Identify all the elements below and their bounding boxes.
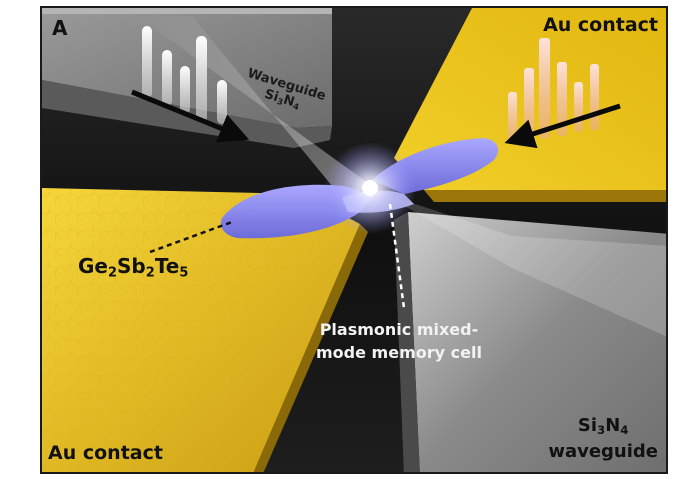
- memory-cell-label-line2: mode memory cell: [316, 343, 482, 362]
- waveguide-label-bottom: Si3N4 waveguide: [548, 415, 658, 462]
- incoming-light-beam: [137, 16, 372, 198]
- au-contact-label-top: Au contact: [543, 14, 658, 36]
- electrical-input-arrow: [504, 103, 621, 149]
- outgoing-light-beam: [382, 193, 666, 337]
- memory-cell-label: Plasmonic mixed- mode memory cell: [316, 318, 482, 364]
- device-illustration: [42, 8, 666, 472]
- bottom-left-au-contact: [42, 188, 368, 472]
- gst-label: Ge2Sb2Te5: [78, 254, 189, 281]
- figure-panel: A Au contact Au contact Waveguide Si3N4 …: [40, 6, 668, 474]
- gst-pointer-line: [149, 220, 233, 254]
- optical-input-arrow: [131, 89, 250, 143]
- hotspot: [362, 180, 378, 196]
- waveguide-label-bottom-word: waveguide: [548, 441, 658, 462]
- au-contact-label-bottom: Au contact: [48, 442, 163, 464]
- memory-cell-label-line1: Plasmonic mixed-: [319, 320, 479, 339]
- optical-pulses: [142, 26, 227, 124]
- waveguide-label-bottom-formula: Si3N4: [577, 415, 629, 437]
- panel-letter: A: [52, 16, 68, 40]
